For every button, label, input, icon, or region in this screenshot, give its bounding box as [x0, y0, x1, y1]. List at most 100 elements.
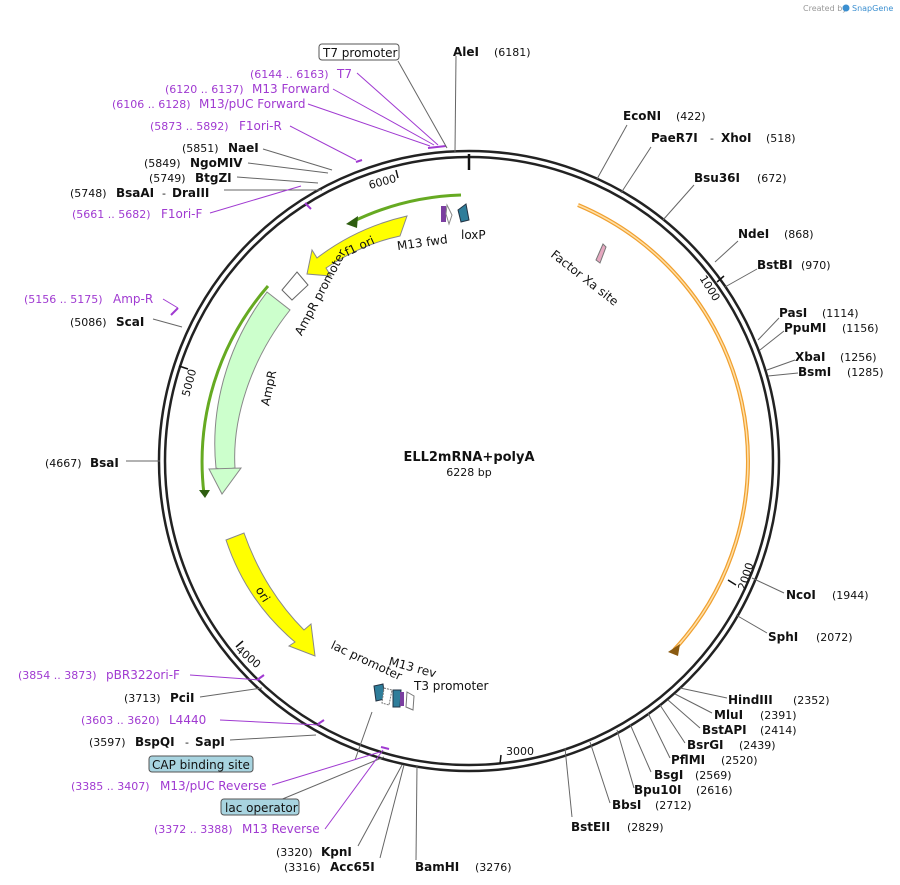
site-hindiii: HindIII	[728, 693, 773, 707]
svg-text:(6144 .. 6163): (6144 .. 6163)	[250, 68, 329, 81]
svg-text:(970): (970)	[801, 259, 831, 272]
site-draiii: DraIII	[172, 186, 209, 200]
site-paer7i: PaeR7I	[651, 131, 698, 145]
svg-text:(5086): (5086)	[70, 316, 107, 329]
ampr-promoter-arrow	[281, 271, 309, 301]
svg-text:(2569): (2569)	[695, 769, 732, 782]
site-bbsi: BbsI	[612, 798, 641, 812]
ampr-body	[214, 291, 291, 471]
lac-operator-site	[381, 687, 393, 706]
site-xbai: XbaI	[795, 350, 825, 364]
site-bspqi: BspQI	[135, 735, 175, 749]
svg-text:(5851): (5851)	[182, 142, 219, 155]
svg-text:-: -	[162, 187, 166, 200]
svg-text:(1114): (1114)	[822, 307, 859, 320]
site-bstbi: BstBI	[757, 258, 793, 272]
orf-arc	[577, 203, 750, 652]
svg-text:(5849): (5849)	[144, 157, 181, 170]
svg-text:(2439): (2439)	[739, 739, 776, 752]
site-pcii: PciI	[170, 691, 195, 705]
svg-text:(518): (518)	[766, 132, 796, 145]
site-ppumi: PpuMI	[784, 321, 826, 335]
svg-text:(6120 .. 6137): (6120 .. 6137)	[165, 83, 244, 96]
site-bsmi: BsmI	[798, 365, 831, 379]
svg-text:(3713): (3713)	[124, 692, 161, 705]
t7-promoter-box-label: T7 promoter	[322, 46, 398, 60]
svg-text:(3603 .. 3620): (3603 .. 3620)	[81, 714, 160, 727]
credit-text: Created by	[803, 4, 847, 13]
primer-l4440: L4440	[169, 713, 206, 727]
plasmid-size: 6228 bp	[446, 466, 491, 479]
primer-m13-reverse: M13 Reverse	[242, 822, 320, 836]
site-bsaai: BsaAI	[116, 186, 154, 200]
lac-operator-box	[220, 798, 300, 816]
site-bsu36i: Bsu36I	[694, 171, 740, 185]
site-ndei: NdeI	[738, 227, 769, 241]
ori-arrow	[225, 532, 316, 657]
site-kpni: KpnI	[321, 845, 352, 859]
loxp-label: loxP	[461, 228, 486, 242]
svg-text:(4667): (4667)	[45, 457, 82, 470]
svg-text:(5749): (5749)	[149, 172, 186, 185]
site-econi: EcoNI	[623, 109, 661, 123]
primer-m13-puc-reverse: M13/pUC Reverse	[160, 779, 267, 793]
primer-m13-forward: M13 Forward	[252, 82, 330, 96]
primer-f1ori-f: F1ori-F	[161, 207, 202, 221]
tick-5000: 5000	[179, 368, 199, 398]
snapgene-logo-icon	[842, 4, 850, 12]
svg-text:(1156): (1156)	[842, 322, 879, 335]
t7-promoter-box	[318, 43, 400, 61]
site-ncoi: NcoI	[786, 588, 816, 602]
svg-text:(5661 .. 5682): (5661 .. 5682)	[72, 208, 151, 221]
svg-text:(3276): (3276)	[475, 861, 512, 874]
svg-text:(5748): (5748)	[70, 187, 107, 200]
site-bpu10i: Bpu10I	[634, 783, 681, 797]
svg-text:(1285): (1285)	[847, 366, 884, 379]
svg-text:(2712): (2712)	[655, 799, 692, 812]
primer-m13-puc-forward: M13/pUC Forward	[199, 97, 306, 111]
svg-text:(672): (672)	[757, 172, 787, 185]
svg-text:(3597): (3597)	[89, 736, 126, 749]
primer-labels: (6144 .. 6163) T7 (6120 .. 6137) M13 For…	[18, 67, 352, 836]
orf-arc-highlight	[577, 204, 749, 651]
svg-text:(2829): (2829)	[627, 821, 664, 834]
boxed-features: T7 promoter CAP binding site lac operato…	[148, 43, 400, 816]
svg-text:(6181): (6181)	[494, 46, 531, 59]
svg-text:(3316): (3316)	[284, 861, 321, 874]
tick-3000: 3000	[506, 745, 534, 758]
svg-text:(1256): (1256)	[840, 351, 877, 364]
site-ngomiv: NgoMIV	[190, 156, 243, 170]
svg-text:(422): (422)	[676, 110, 706, 123]
site-mlui: MluI	[714, 708, 743, 722]
svg-text:-: -	[185, 736, 189, 749]
site-bsrgi: BsrGI	[687, 738, 724, 752]
svg-text:(2072): (2072)	[816, 631, 853, 644]
site-leaders	[126, 55, 799, 861]
site-xhoi: XhoI	[721, 131, 752, 145]
svg-text:(1944): (1944)	[832, 589, 869, 602]
ampr-arc	[200, 285, 270, 495]
site-scai: ScaI	[116, 315, 144, 329]
primer-marks	[170, 145, 447, 750]
primer-t7: T7	[336, 67, 352, 81]
lac-operator-label: lac operator	[225, 801, 298, 815]
svg-text:(2616): (2616)	[696, 784, 733, 797]
site-bsai: BsaI	[90, 456, 119, 470]
svg-text:(2520): (2520)	[721, 754, 758, 767]
site-naei: NaeI	[228, 141, 259, 155]
loxp-site	[457, 203, 470, 223]
svg-text:-: -	[710, 132, 714, 145]
svg-text:(6106 .. 6128): (6106 .. 6128)	[112, 98, 191, 111]
f1-ori-arrow	[306, 215, 408, 277]
svg-text:(2352): (2352)	[793, 694, 830, 707]
m13-fwd-label: M13 fwd	[396, 232, 448, 253]
site-pasi: PasI	[779, 306, 807, 320]
cap-binding-site-label: CAP binding site	[152, 758, 250, 772]
site-pflmi: PflMI	[671, 753, 705, 767]
svg-text:(2414): (2414)	[760, 724, 797, 737]
m13-arc	[351, 193, 462, 224]
site-sapi: SapI	[195, 735, 225, 749]
svg-text:(3320): (3320)	[276, 846, 313, 859]
primer-f1ori-r: F1ori-R	[239, 119, 282, 133]
primer-pbr322ori-f: pBR322ori-F	[106, 668, 180, 682]
